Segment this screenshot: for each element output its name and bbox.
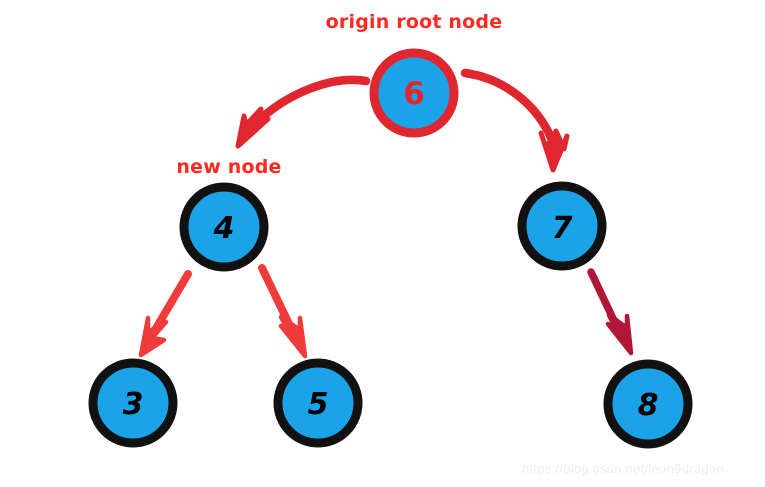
- edge-6-7-shaft: [460, 68, 557, 145]
- node-3-circle[interactable]: [88, 358, 178, 448]
- tree-node-4[interactable]: 4: [179, 182, 269, 272]
- node-6-value: 6: [403, 76, 425, 112]
- node-4-value: 4: [213, 211, 235, 246]
- edge-4-5-arrowhead: [278, 314, 308, 359]
- node-7-circle[interactable]: [517, 181, 607, 271]
- edge-6-4-arrowhead: [235, 106, 271, 149]
- node-5-value: 5: [308, 387, 329, 422]
- edge-6-4-shaft: [247, 75, 371, 132]
- tree-node-5[interactable]: 5: [273, 358, 363, 448]
- watermark: https://blog.csdn.net/leon9dragon: [522, 461, 724, 476]
- edge-4-3-arrowhead: [138, 315, 169, 358]
- tree-node-7[interactable]: 7: [517, 181, 607, 271]
- edge-root-to-new-node: [235, 75, 371, 149]
- edge-4-3-shaft: [151, 270, 192, 334]
- new-node-label: new node: [176, 156, 281, 178]
- node-7-value: 7: [552, 211, 573, 246]
- tree-node-8[interactable]: 8: [603, 359, 693, 449]
- origin-root-node-label: origin root node: [326, 11, 503, 33]
- edge-root-to-right-child: [460, 68, 570, 173]
- edge-6-7-arrowhead: [538, 128, 570, 173]
- edge-new-node-to-left-child: [138, 270, 192, 358]
- tree-node-6[interactable]: 6: [369, 48, 459, 138]
- edge-new-node-to-right-child: [258, 264, 308, 359]
- node-8-circle[interactable]: [603, 359, 693, 449]
- node-8-value: 8: [638, 388, 659, 423]
- node-6-circle[interactable]: [369, 48, 459, 138]
- node-3-value: 3: [123, 387, 144, 422]
- node-5-circle[interactable]: [273, 358, 363, 448]
- edge-right-child-to-leaf: [587, 268, 634, 356]
- edge-7-8-arrowhead: [605, 312, 634, 356]
- node-4-circle[interactable]: [179, 182, 269, 272]
- tree-node-3[interactable]: 3: [88, 358, 178, 448]
